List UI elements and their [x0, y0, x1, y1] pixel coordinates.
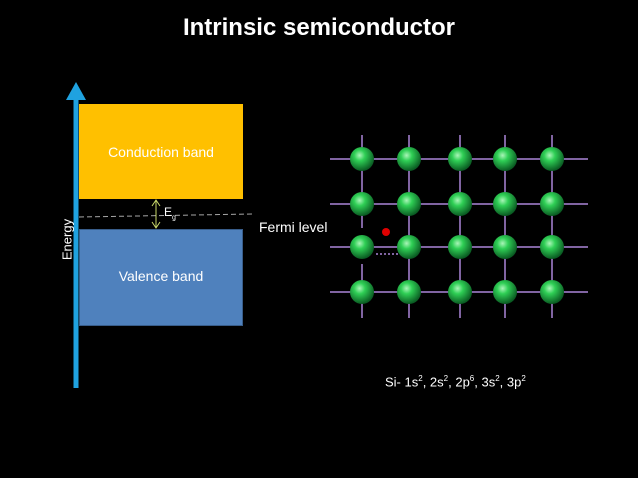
silicon-atom [397, 147, 421, 171]
fermi-level-line [78, 213, 253, 218]
conduction-band: Conduction band [79, 104, 243, 199]
silicon-atom [350, 147, 374, 171]
silicon-atom [448, 280, 472, 304]
free-electron [382, 228, 390, 236]
page-title: Intrinsic semiconductor [182, 14, 456, 41]
silicon-atom [540, 192, 564, 216]
silicon-atom [493, 235, 517, 259]
valence-band: Valence band [79, 229, 243, 326]
silicon-atom [493, 192, 517, 216]
fermi-level-label: Fermi level [259, 219, 328, 235]
silicon-atom [397, 235, 421, 259]
silicon-atom [540, 280, 564, 304]
band-gap-arrow [151, 199, 161, 229]
silicon-atom [350, 192, 374, 216]
silicon-atom [397, 280, 421, 304]
conduction-band-label: Conduction band [108, 144, 214, 160]
silicon-atom [493, 280, 517, 304]
valence-band-label: Valence band [118, 268, 204, 284]
energy-axis-label: Energy [59, 218, 75, 261]
silicon-atom [397, 192, 421, 216]
silicon-lattice [330, 135, 588, 318]
electron-configuration: Si- 1s2, 2s2, 2p6, 3s2, 3p2 [385, 374, 526, 390]
silicon-atom [448, 192, 472, 216]
silicon-atom [493, 147, 517, 171]
silicon-atom [540, 235, 564, 259]
energy-axis-arrow [66, 82, 86, 388]
silicon-atom [448, 147, 472, 171]
silicon-atom [540, 147, 564, 171]
silicon-atom [448, 235, 472, 259]
band-gap-label: Eg [164, 205, 176, 222]
silicon-atom [350, 235, 374, 259]
silicon-atom [350, 280, 374, 304]
